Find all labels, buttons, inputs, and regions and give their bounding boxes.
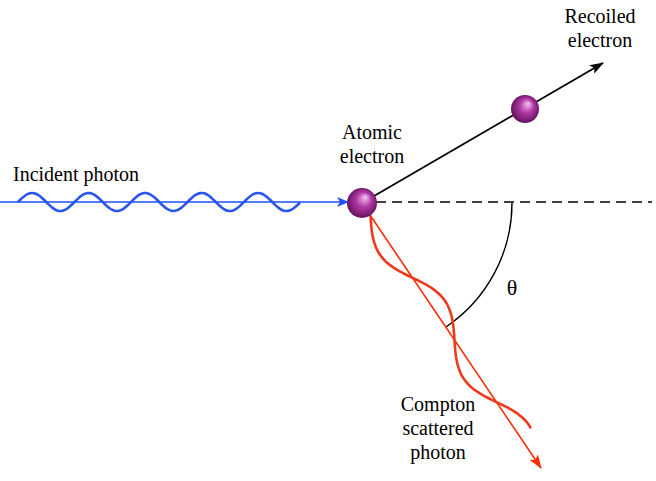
atomic-electron-sphere [347,188,377,218]
incident-wave [18,193,300,211]
incident-photon-ray [0,201,348,203]
text-label: Recoiled electron [564,4,635,52]
wave-group [18,193,531,428]
text-label: Atomic electron [340,120,404,168]
recoiled-electron-sphere [511,95,539,123]
label-holder: Recoiled electron [564,4,635,52]
text-label: θ [507,276,518,300]
angle-arc [446,203,512,327]
label-holder: Compton scattered photon [401,392,475,464]
reference-axis [376,201,652,203]
text-label: Compton scattered photon [401,392,475,464]
scattered-photon-ray [366,209,541,468]
label-holder: θ [507,276,518,300]
label-holder: Atomic electron [340,120,404,168]
label-holder: Incident photon [13,162,139,186]
text-label: Incident photon [13,162,139,186]
